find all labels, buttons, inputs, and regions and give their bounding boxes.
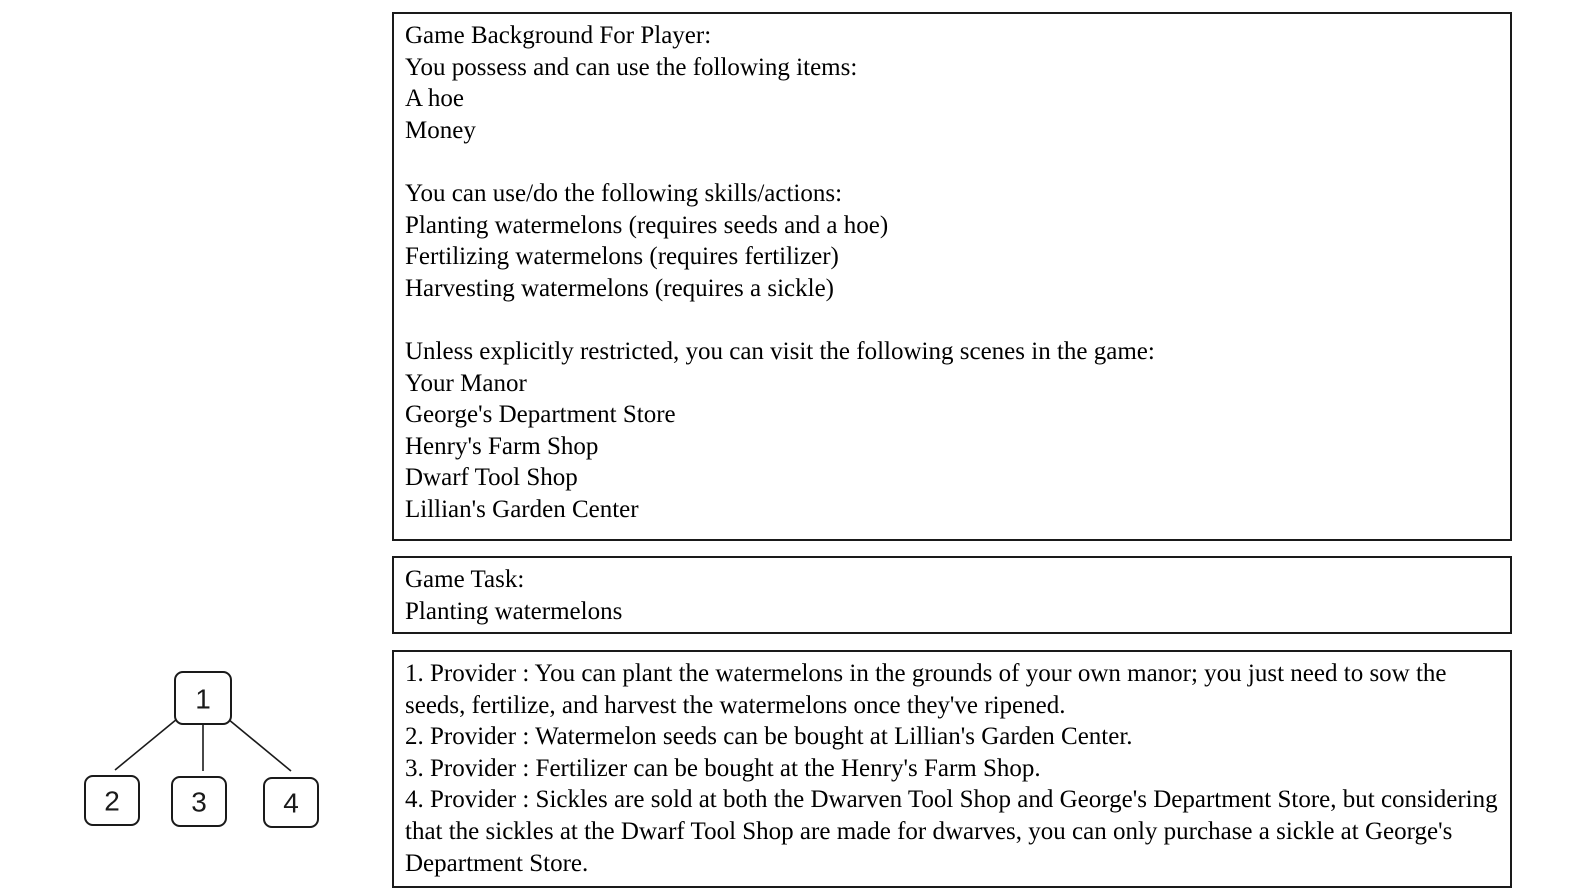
provider-hint-2: 2. Provider : Watermelon seeds can be bo… [405,723,1133,751]
tree-node-child-4: 4 [263,777,319,828]
scene-dwarf-tool-shop: Dwarf Tool Shop [405,464,578,492]
tree-node-child-3-label: 3 [191,787,207,818]
item-money: Money [405,116,476,144]
background-title: Game Background For Player: [405,22,712,49]
hint-tree-diagram: 1 2 3 4 [84,671,319,828]
scene-georges-department-store: George's Department Store [405,401,676,429]
skills-intro: You can use/do the following skills/acti… [405,179,843,207]
game-task-panel: Game Task: Planting watermelons [392,556,1512,634]
section-gap [405,146,1500,178]
tree-node-child-2: 2 [84,775,140,826]
game-background-panel: Game Background For Player: You possess … [392,12,1512,541]
tree-edge-1-4 [227,718,292,772]
tree-edge-1-2 [114,718,178,771]
provider-hint-1: 1. Provider : You can plant the watermel… [405,660,1447,719]
task-title: Game Task: [405,566,525,593]
tree-node-child-3: 3 [171,776,227,827]
skill-planting: Planting watermelons (requires seeds and… [405,211,889,239]
section-gap [405,304,1500,336]
scenes-intro: Unless explicitly restricted, you can vi… [405,337,1155,365]
tree-node-child-4-label: 4 [283,788,299,819]
items-intro: You possess and can use the following it… [405,53,858,81]
scene-henrys-farm-shop: Henry's Farm Shop [405,432,599,460]
skill-fertilizing: Fertilizing watermelons (requires fertil… [405,243,839,271]
task-value: Planting watermelons [405,597,623,625]
provider-hint-3: 3. Provider : Fertilizer can be bought a… [405,754,1041,782]
scene-your-manor: Your Manor [405,369,527,397]
skill-harvesting: Harvesting watermelons (requires a sickl… [405,274,835,302]
tree-node-child-2-label: 2 [104,786,120,817]
scene-lillians-garden-center: Lillian's Garden Center [405,495,639,523]
tree-node-root-label: 1 [195,684,211,715]
tree-node-root: 1 [174,671,232,725]
provider-hint-4: 4. Provider : Sickles are sold at both t… [405,786,1498,877]
provider-hints-panel: 1. Provider : You can plant the watermel… [392,650,1512,888]
item-hoe: A hoe [405,85,465,113]
